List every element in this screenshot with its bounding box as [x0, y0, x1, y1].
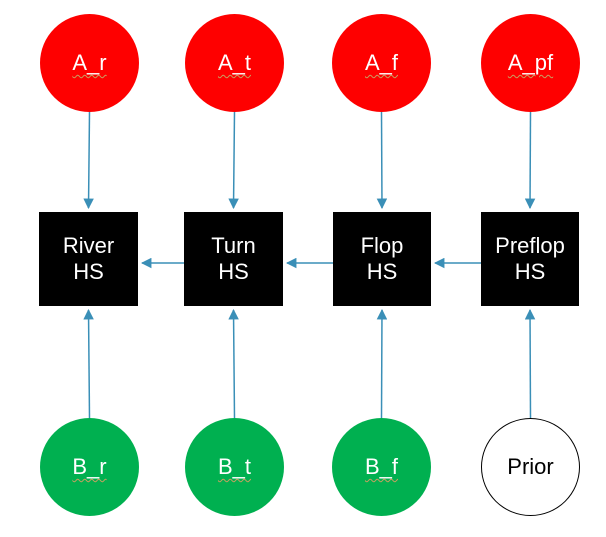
node-b-r-label: B_r [72, 454, 107, 479]
node-prior-label: Prior [507, 454, 554, 479]
node-preflop-hs: Preflop HS [481, 212, 579, 306]
edge-prior-to-preflop-hs [524, 308, 536, 419]
node-b-f-label: B_f [364, 454, 399, 479]
node-preflop-hs-label: Preflop HS [495, 233, 565, 284]
edge-b-f-to-flop-hs [376, 308, 388, 419]
node-a-pf: A_pf [481, 14, 580, 112]
edge-a-pf-to-preflop-hs [524, 111, 536, 210]
edge-a-t-to-turn-hs [228, 111, 239, 210]
node-b-t-label: B_t [217, 454, 252, 479]
node-a-f: A_f [332, 14, 431, 112]
node-river-hs-label: River HS [62, 233, 115, 284]
node-a-r-label: A_r [72, 50, 107, 75]
node-a-t: A_t [185, 14, 284, 112]
node-a-t-label: A_t [217, 50, 252, 75]
node-river-hs: River HS [39, 212, 138, 306]
node-a-pf-label: A_pf [507, 50, 554, 75]
node-prior: Prior [481, 418, 580, 516]
node-b-r: B_r [40, 418, 139, 516]
node-turn-hs: Turn HS [184, 212, 283, 306]
edge-a-f-to-flop-hs [376, 111, 388, 210]
edge-b-t-to-turn-hs [228, 308, 239, 419]
node-flop-hs-label: Flop HS [360, 233, 404, 284]
edge-b-r-to-river-hs [83, 308, 94, 419]
node-a-f-label: A_f [364, 50, 399, 75]
node-turn-hs-label: Turn HS [211, 233, 256, 284]
edge-a-r-to-river-hs [83, 111, 94, 210]
node-flop-hs: Flop HS [333, 212, 431, 306]
node-b-f: B_f [332, 418, 431, 516]
node-b-t: B_t [185, 418, 284, 516]
node-a-r: A_r [40, 14, 139, 112]
